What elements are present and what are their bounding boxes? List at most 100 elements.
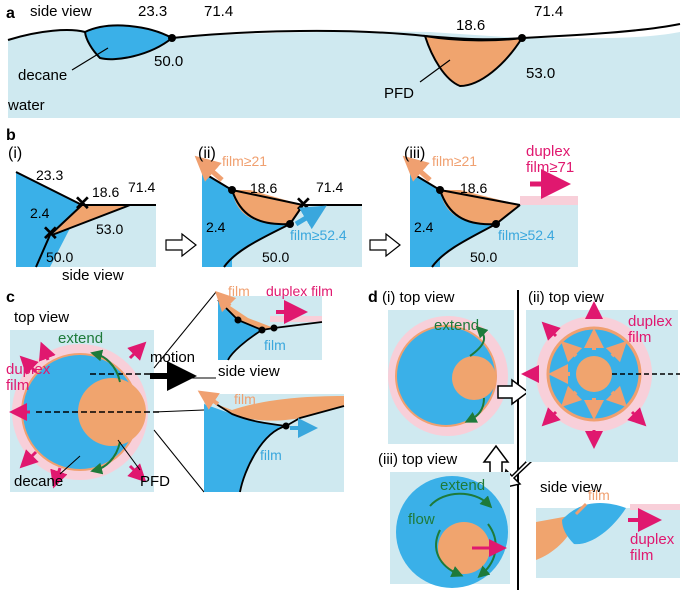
panel-label-b: b: [6, 127, 16, 144]
extend-arrow: [469, 325, 489, 357]
d-i-title: (i) top view: [382, 289, 455, 306]
duplex-label-2: film≥71: [526, 159, 574, 176]
tension-71-4: 71.4: [316, 179, 343, 195]
pfd-disk: [452, 356, 496, 400]
duplex-label-2: film: [628, 329, 651, 346]
decane-pointer: [71, 47, 109, 71]
transition-arrow: [369, 232, 401, 258]
panel-label-d: d: [368, 289, 378, 306]
transition-arrow: [165, 232, 197, 258]
film-arrow: [194, 155, 224, 182]
film-blue-label: film: [260, 447, 282, 463]
tension-23-3: 23.3: [36, 167, 63, 183]
decane-label: decane: [18, 67, 67, 84]
cross-mark: ✕: [295, 194, 312, 216]
tension-50-0: 50.0: [154, 53, 183, 70]
panel-d-ii: duplex film: [521, 301, 680, 462]
pfd-pointer: [419, 59, 451, 83]
film-orange-label: film≥21: [432, 153, 477, 169]
tension-53-0: 53.0: [96, 221, 123, 237]
tension-2-4: 2.4: [206, 219, 226, 235]
sub-label: (iii): [404, 145, 425, 162]
tension-18-6: 18.6: [250, 180, 277, 196]
side-view-label: side view: [218, 363, 280, 380]
pfd-pointer: [117, 439, 141, 471]
transition-arrow: [497, 378, 530, 406]
interfaces: [15, 171, 156, 268]
zoom-line: [153, 291, 217, 369]
cross-mark: ✕: [42, 223, 59, 245]
tension-50-0: 50.0: [46, 249, 73, 265]
tension-71-4-left: 71.4: [204, 3, 233, 20]
film-blue-label: film: [264, 337, 286, 353]
decane-disk: [395, 325, 497, 427]
motion-label: motion: [150, 349, 195, 366]
side-view-label: side view: [540, 479, 602, 496]
contact-point: [258, 326, 266, 334]
film-blue-label: film≥52.4: [498, 227, 555, 243]
contact-point: [270, 324, 278, 332]
zoom-line: [153, 409, 205, 413]
duplex-label-1: duplex: [630, 531, 675, 548]
film-blue-label: film≥52.4: [290, 227, 347, 243]
extend-label: extend: [440, 477, 485, 494]
spread-arrow: [19, 355, 39, 375]
pfd-label: PFD: [384, 85, 414, 102]
pfd-label: PFD: [140, 473, 170, 490]
spread-arrow: [127, 341, 147, 361]
side-view-label: side view: [30, 3, 92, 20]
decane-region: [432, 190, 496, 267]
duplex-label-2: film: [630, 547, 653, 564]
decane-region: [218, 300, 262, 360]
panel-c: c top view extend duplex film motion dec…: [6, 283, 345, 493]
d-ii-title: (ii) top view: [528, 289, 604, 306]
top-view-label: top view: [14, 309, 69, 326]
duplex-label-1: duplex: [628, 313, 673, 330]
decane-region: [204, 404, 286, 492]
contact-point: [234, 316, 242, 324]
decane-wedge: [202, 172, 232, 267]
pfd-disk: [438, 522, 490, 574]
water-label: water: [7, 97, 45, 114]
contact-point: [168, 34, 176, 42]
panel-d-i: extend: [388, 310, 514, 444]
decane-pointer: [59, 455, 81, 475]
duplex-film: [270, 316, 322, 322]
tension-18-6: 18.6: [92, 184, 119, 200]
extend-label: extend: [434, 317, 479, 334]
flow-arrow: [435, 529, 464, 578]
film-arrow: [214, 290, 237, 313]
panel-label-a: a: [6, 5, 15, 22]
tension-71-4: 71.4: [128, 179, 155, 195]
film-arrow: [294, 205, 327, 230]
tension-50-0: 50.0: [470, 249, 497, 265]
tension-50-0: 50.0: [262, 249, 289, 265]
panel-label-c: c: [6, 289, 15, 306]
ring-arrows: [548, 328, 628, 420]
tension-71-4-right: 71.4: [534, 3, 563, 20]
tension-18-6: 18.6: [456, 17, 485, 34]
pfd-disk: [576, 356, 612, 392]
contact-point: [436, 186, 444, 194]
spread-arrow: [19, 449, 39, 469]
contact-point: [518, 34, 526, 42]
spread-arrow: [127, 463, 147, 483]
film-arrow: [197, 390, 220, 410]
panel-a: a side view 23.3 71.4 50.0 decane water …: [6, 3, 681, 118]
film-orange-label: film: [234, 391, 256, 407]
decane-lens: [83, 24, 174, 61]
panel-b: b ✕ ✕ (i) 23.3 18.6 71.4 2.4 53.0 50.0 s…: [6, 127, 578, 284]
panel-b-ii: ✕ (ii) film≥21 18.6 71.4 2.4 film≥52.4 5…: [194, 145, 362, 268]
panel-c-inset-bottom: film film: [197, 390, 345, 493]
tension-2-4: 2.4: [414, 219, 434, 235]
duplex-label-2: film: [6, 377, 29, 394]
decane-region: [224, 190, 290, 267]
cross-mark: ✕: [74, 193, 91, 215]
contact-point: [286, 220, 294, 228]
spread-arrow: [38, 341, 56, 362]
tension-23-3: 23.3: [138, 3, 167, 20]
contact-point: [492, 220, 500, 228]
sub-label: (i): [8, 145, 22, 162]
tension-18-6: 18.6: [460, 180, 487, 196]
contact-point: [228, 186, 236, 194]
